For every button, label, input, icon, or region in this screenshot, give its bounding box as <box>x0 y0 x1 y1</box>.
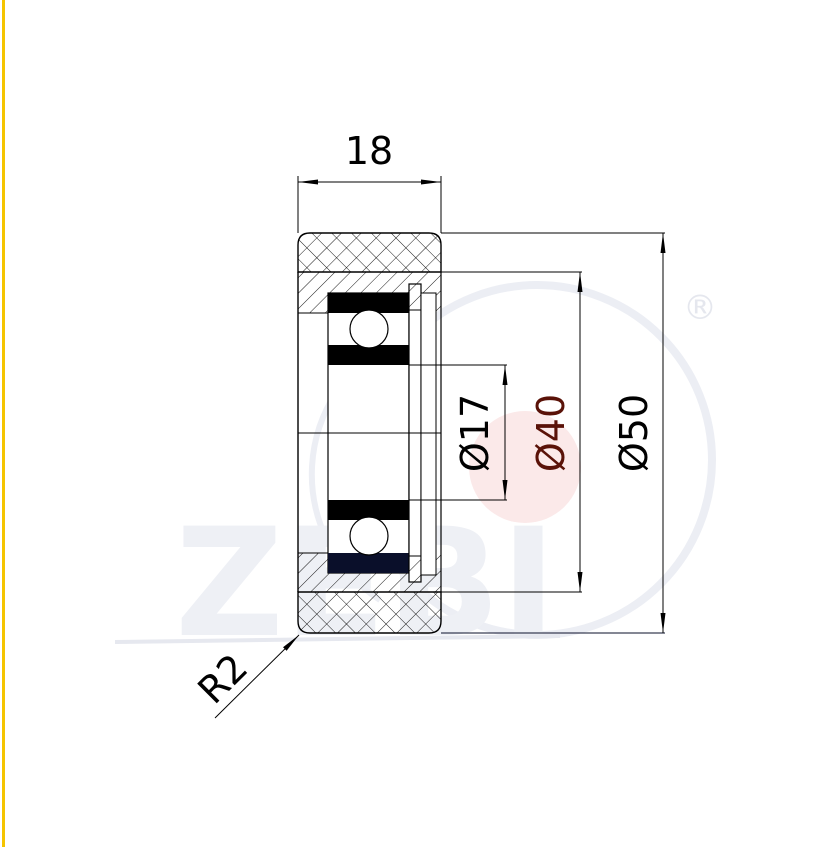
radius-leader-line <box>214 634 300 719</box>
tyre-section <box>297 232 442 634</box>
bearing-ball-bottom <box>349 516 389 556</box>
hub-diameter-label: Ø40 <box>529 394 573 472</box>
outer-diameter-label: Ø50 <box>612 394 656 472</box>
bearing-ball-top <box>349 309 389 349</box>
page-edge-accent <box>2 0 5 847</box>
registered-mark: ® <box>683 288 717 328</box>
width-dimension-label: 18 <box>345 129 393 173</box>
watermark-dot <box>469 411 581 523</box>
bore-diameter-label: Ø17 <box>453 394 497 472</box>
